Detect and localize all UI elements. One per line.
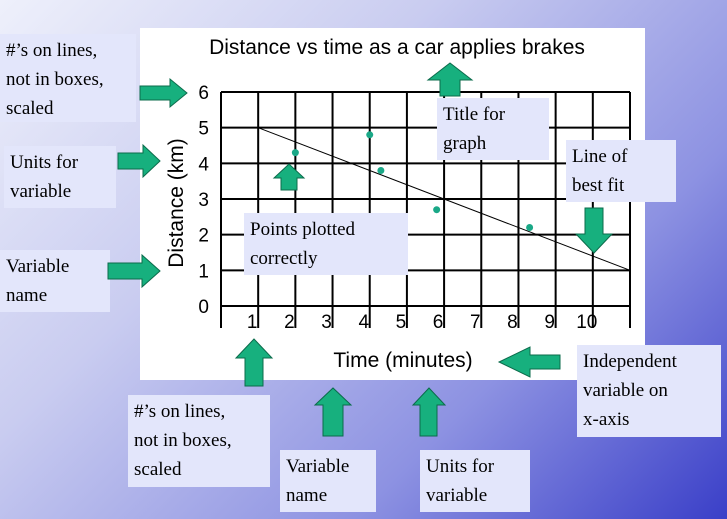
callout-y-name: Variable name [0,250,110,312]
best-fit-line [258,127,631,271]
x-tick-label: 4 [358,312,369,333]
callout-x-name: Variable name [280,450,376,512]
x-axis-label: Time (minutes) [333,349,472,372]
callout-independent: Independent variable on x-axis [577,345,721,437]
callout-x-numbers: #’s on lines, not in boxes, scaled [128,395,270,487]
callout-title: Title for graph [437,98,549,160]
y-tick-label: 0 [198,297,209,318]
x-tick-label: 7 [470,312,481,333]
x-tick-label: 6 [433,312,444,333]
data-point [366,131,374,139]
callout-y-units: Units for variable [4,146,116,208]
y-axis-label: Distance (km) [165,138,188,268]
y-tick-label: 2 [198,226,209,247]
callout-y-numbers: #’s on lines, not in boxes, scaled [0,34,136,122]
data-points [291,131,534,232]
data-point [526,224,534,232]
x-tick-label: 3 [321,312,332,333]
chart-panel [140,28,645,380]
y-tick-label: 3 [198,190,209,211]
tick-labels: 0 1 2 3 4 5 6 1 2 3 4 5 6 7 8 9 10 [198,83,597,333]
chart-title: Distance vs time as a car applies brakes [209,36,585,59]
callout-best-fit: Line of best fit [566,140,676,202]
callout-points: Points plotted correctly [244,213,408,275]
x-tick-label: 1 [247,312,258,333]
data-point [377,166,385,174]
y-tick-label: 5 [198,119,209,140]
y-tick-label: 1 [198,261,209,282]
x-tick-label: 10 [576,312,597,333]
x-tick-label: 5 [396,312,407,333]
x-tick-label: 2 [284,312,295,333]
data-point [291,149,299,157]
grid [220,91,631,328]
y-tick-label: 6 [198,83,209,104]
data-point [433,206,441,214]
callout-x-units: Units for variable [420,450,530,512]
y-tick-label: 4 [198,154,209,175]
x-tick-label: 8 [507,312,518,333]
x-tick-label: 9 [544,312,555,333]
